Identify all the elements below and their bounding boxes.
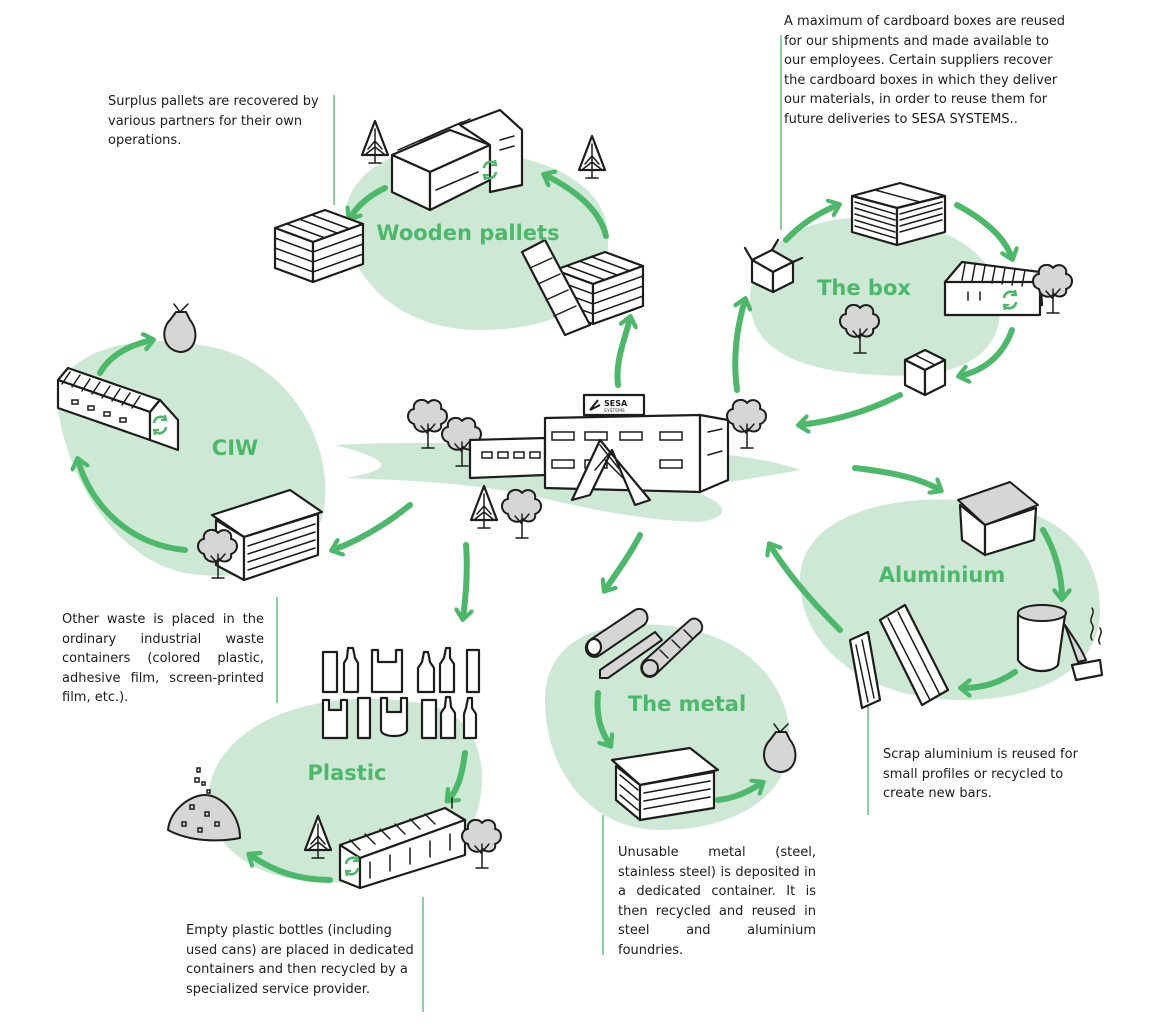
arrow-center-to-metal	[605, 532, 643, 590]
arrow-leaning-to-plant	[545, 175, 609, 239]
arrow-center-to-box	[732, 300, 745, 393]
pallet-stack-icon	[273, 208, 365, 284]
arrow-plant-to-pellets	[250, 855, 333, 883]
description-wooden-pallets: Surplus pallets are recovered by various…	[108, 94, 319, 148]
pine-tree-icon	[577, 134, 607, 180]
arrow-bottles-to-plant	[448, 750, 468, 800]
plastic-pellets-icon	[167, 767, 241, 842]
aluminium-profiles-icon	[848, 603, 950, 710]
arrow-center-to-pallets	[614, 318, 630, 388]
arrow-container-to-bag	[715, 783, 762, 803]
sesa-headquarters-icon: SESA SYSTEMS	[407, 393, 767, 539]
metal-bars-icon	[584, 607, 704, 679]
arrow-stack-to-plant	[954, 202, 1012, 258]
arrow-center-to-ciw	[333, 502, 413, 550]
section-label-ciw: CIW	[212, 436, 258, 460]
round-tree-icon	[461, 818, 502, 869]
section-label-box: The box	[817, 276, 911, 300]
open-box-icon	[743, 238, 804, 294]
trash-bag-icon	[763, 723, 797, 773]
arrow-box-to-center	[800, 392, 903, 425]
arrow-openbox-to-stack	[783, 205, 838, 243]
arrow-plant-to-closedbox	[960, 327, 1015, 376]
sign-subtitle: SYSTEMS	[604, 408, 625, 414]
arrow-center-to-aluminium	[852, 465, 940, 490]
metal-container-icon	[610, 746, 720, 822]
description-box: A maximum of cardboard boxes are reused …	[784, 14, 1065, 127]
recycling-plant-icon	[943, 260, 1044, 317]
arrow-container-to-plant	[78, 460, 188, 553]
blob-aluminium	[800, 499, 1100, 700]
description-plastic: Empty plastic bottles (including used ca…	[186, 923, 414, 997]
arrow-bin-to-crucible	[1040, 527, 1062, 598]
trash-bag-icon	[163, 303, 197, 353]
scrap-bin-icon	[957, 481, 1039, 557]
arrow-crucible-to-profiles	[962, 669, 1018, 688]
arrow-plant-to-bag	[97, 340, 152, 376]
recycling-plant-icon	[56, 366, 180, 452]
arrow-center-to-plastic	[463, 542, 467, 618]
smelting-crucible-icon	[1016, 604, 1104, 682]
description-aluminium: Scrap aluminium is reused for small prof…	[883, 747, 1078, 801]
flattened-cardboard-icon	[850, 181, 947, 247]
recycling-plant-icon	[338, 797, 467, 890]
arrow-plant-to-stack	[350, 185, 388, 218]
arrow-bars-to-container	[594, 690, 611, 745]
recycling-plant-icon	[390, 108, 524, 212]
section-label-wooden-pallets: Wooden pallets	[376, 221, 559, 245]
section-label-metal: The metal	[628, 692, 746, 716]
pine-tree-icon	[360, 119, 390, 165]
description-metal: Unusable metal (steel, stainless steel) …	[618, 845, 816, 958]
description-ciw: Other waste is placed in the ordinary in…	[62, 612, 264, 705]
sign-title: SESA	[604, 399, 628, 408]
arrow-aluminium-to-center	[770, 545, 843, 633]
section-label-plastic: Plastic	[308, 761, 387, 785]
bottles-and-bags-icon	[321, 646, 481, 740]
section-label-aluminium: Aluminium	[879, 563, 1005, 587]
closed-box-icon	[903, 348, 947, 397]
blob-box	[750, 218, 1000, 376]
leaning-pallets-icon	[520, 238, 645, 337]
